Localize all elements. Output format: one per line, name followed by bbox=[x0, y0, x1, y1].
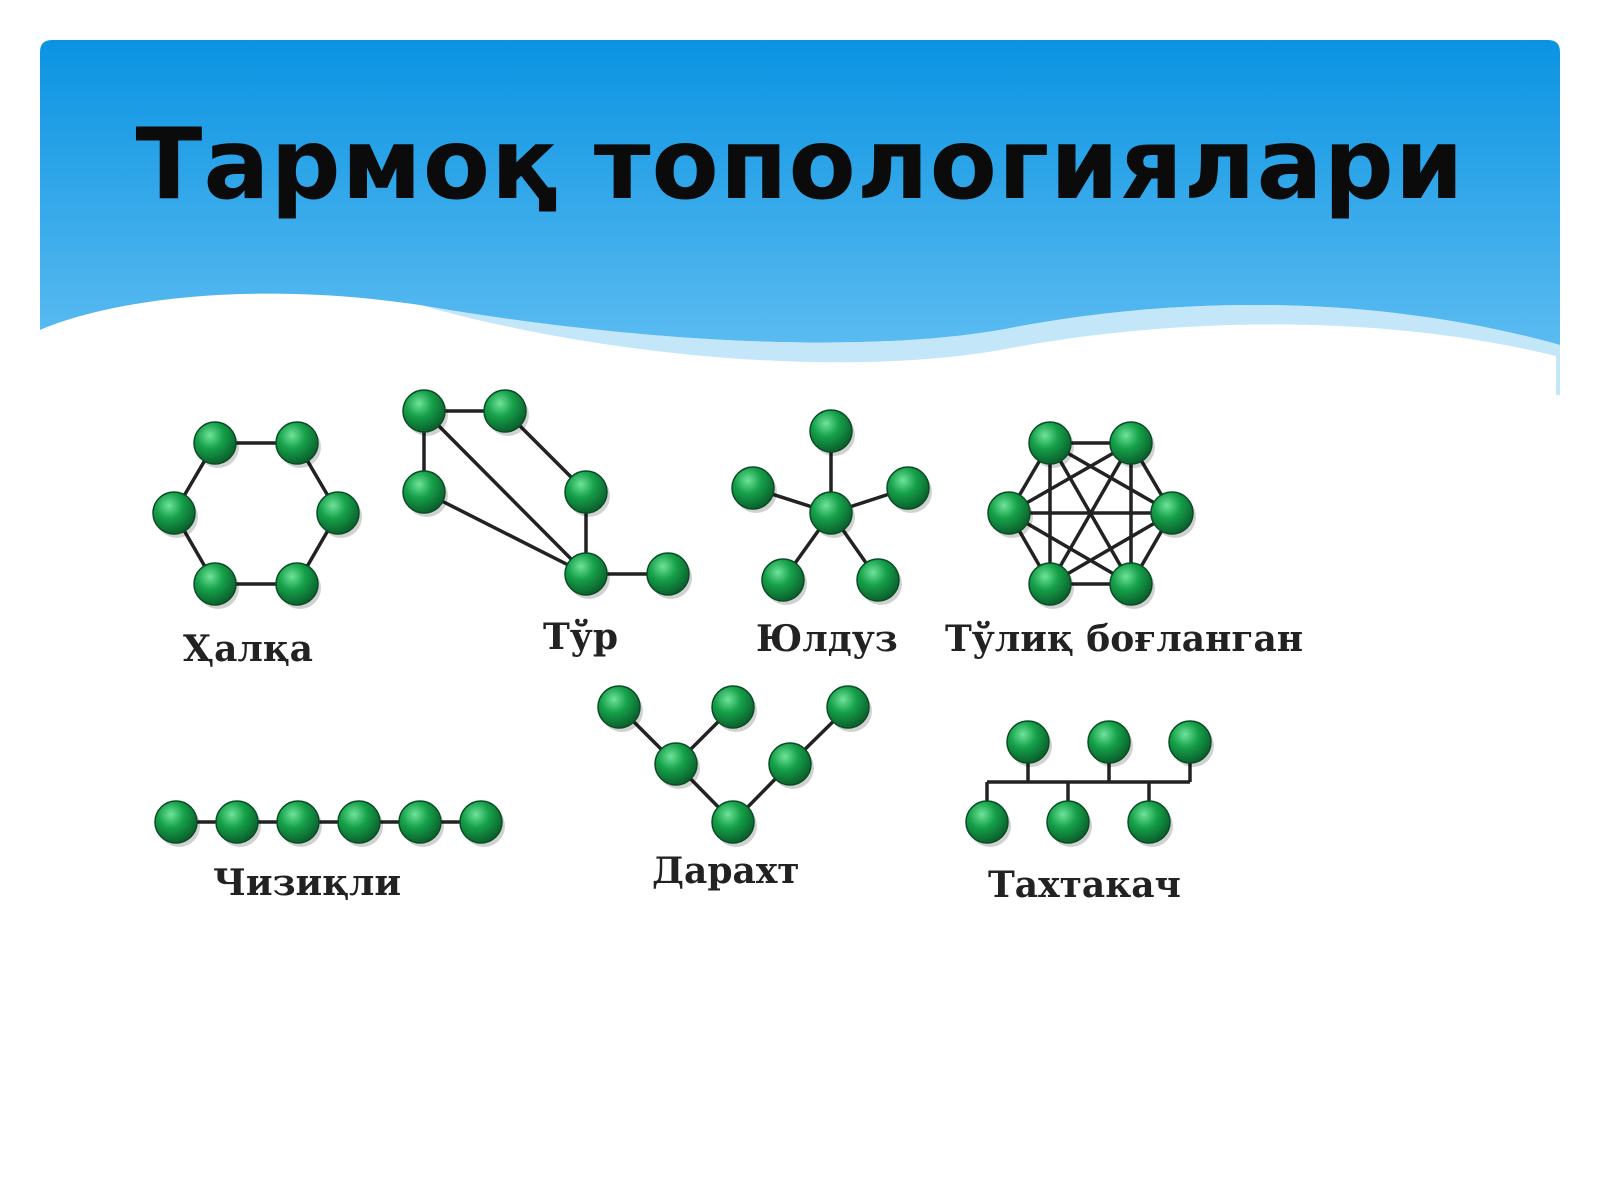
tree-node bbox=[654, 742, 698, 786]
tree-node bbox=[768, 742, 812, 786]
label-ring: Ҳалқа bbox=[183, 628, 314, 670]
line-node bbox=[398, 800, 442, 844]
bus-node bbox=[1006, 720, 1050, 764]
mesh-edge bbox=[422, 409, 588, 576]
mesh-edge bbox=[423, 490, 587, 576]
bus-node bbox=[1127, 800, 1171, 844]
ring-node bbox=[193, 562, 237, 606]
bus-node bbox=[1087, 720, 1131, 764]
mesh-node bbox=[646, 552, 690, 596]
star-node bbox=[886, 466, 930, 510]
mesh-node bbox=[483, 389, 527, 433]
label-full: Тўлиқ боғланган bbox=[945, 618, 1304, 660]
full-node bbox=[1028, 421, 1072, 465]
label-tree: Дарахт bbox=[652, 850, 800, 892]
full-node bbox=[987, 491, 1031, 535]
full-node bbox=[1109, 562, 1153, 606]
ring-node bbox=[275, 421, 319, 465]
line-node bbox=[337, 800, 381, 844]
tree-node bbox=[597, 685, 641, 729]
label-bus: Тахтакач bbox=[988, 864, 1181, 906]
star-node bbox=[731, 466, 775, 510]
ring-node bbox=[193, 421, 237, 465]
full-edge bbox=[1008, 441, 1132, 515]
star-node bbox=[856, 558, 900, 602]
line-node bbox=[154, 800, 198, 844]
label-line: Чизиқли bbox=[213, 862, 402, 904]
mesh-node bbox=[402, 389, 446, 433]
page-title: Тармоқ топологиялари bbox=[135, 108, 1465, 222]
mesh-node bbox=[564, 552, 608, 596]
mesh-node bbox=[402, 470, 446, 514]
mesh-node bbox=[564, 470, 608, 514]
bus-node bbox=[965, 800, 1009, 844]
bus-node bbox=[1046, 800, 1090, 844]
full-edge bbox=[1008, 511, 1132, 586]
full-node bbox=[1109, 421, 1153, 465]
tree-node bbox=[711, 685, 755, 729]
ring-node bbox=[275, 562, 319, 606]
star-node bbox=[809, 409, 853, 453]
diagram-nodes bbox=[152, 389, 1214, 847]
full-edge bbox=[1049, 511, 1173, 586]
label-mesh: Тўр bbox=[543, 616, 619, 658]
star-node bbox=[761, 558, 805, 602]
star-node bbox=[809, 491, 853, 535]
line-node bbox=[215, 800, 259, 844]
header-band bbox=[40, 40, 1560, 395]
tree-node bbox=[826, 685, 870, 729]
full-node bbox=[1150, 491, 1194, 535]
full-node bbox=[1028, 562, 1072, 606]
ring-node bbox=[316, 491, 360, 535]
ring-node bbox=[152, 491, 196, 535]
line-node bbox=[276, 800, 320, 844]
bus-node bbox=[1168, 720, 1212, 764]
line-node bbox=[459, 800, 503, 844]
label-star: Юлдуз bbox=[756, 618, 898, 660]
tree-node bbox=[711, 800, 755, 844]
